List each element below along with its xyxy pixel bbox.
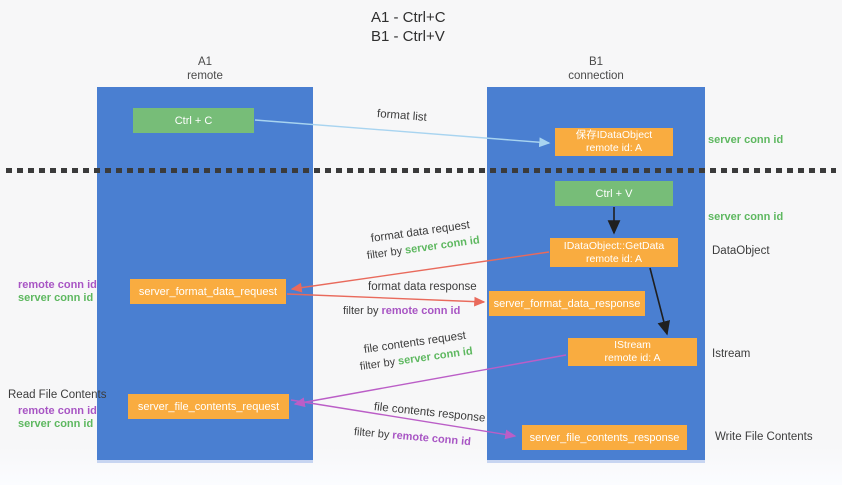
- label-dataobject: DataObject: [712, 245, 770, 257]
- getdata-line1: IDataObject::GetData: [563, 239, 665, 252]
- save-idataobject-line1: 保存IDataObject: [575, 129, 653, 141]
- arrow-format-data-response: [286, 293, 486, 307]
- title-line-1: A1 - Ctrl+C: [371, 9, 446, 26]
- lane-b1-header: B1 connection: [487, 55, 705, 83]
- title-line-2: B1 - Ctrl+V: [371, 28, 445, 45]
- label-server-conn-id: server conn id: [18, 418, 94, 430]
- node-server-format-data-response: server_format_data_response: [489, 291, 645, 316]
- filter-key-remote-conn-id: remote conn id: [381, 305, 461, 317]
- server-file-contents-response-label: server_file_contents_response: [529, 431, 680, 444]
- lane-a1-name: A1: [197, 56, 213, 68]
- label-server-conn-id-top: server conn id: [708, 134, 784, 146]
- label-format-data-response: format data response: [368, 281, 477, 293]
- label-istream: Istream: [712, 348, 751, 360]
- file-conn-id-stack: remote conn id server conn id: [18, 405, 97, 431]
- node-server-format-data-request: server_format_data_request: [130, 279, 286, 304]
- node-ctrl-c: Ctrl + C: [133, 108, 254, 133]
- filter-by-text: filter by: [359, 356, 396, 373]
- format-conn-id-stack: remote conn id server conn id: [18, 279, 97, 305]
- server-file-contents-request-label: server_file_contents_request: [137, 400, 280, 413]
- label-read-file-contents: Read File Contents: [8, 389, 107, 401]
- filter-by-text: filter by: [366, 245, 403, 262]
- diagram-title: A1 - Ctrl+C B1 - Ctrl+V: [371, 8, 446, 46]
- label-server-conn-id-mid: server conn id: [708, 211, 784, 223]
- filter-by-text: filter by: [343, 305, 379, 317]
- filter-by-text: filter by: [353, 426, 390, 442]
- label-remote-conn-id: remote conn id: [18, 405, 97, 417]
- istream-line2: remote id: A: [604, 352, 661, 364]
- label-file-contents-response: file contents response: [373, 401, 486, 425]
- ctrl-c-label: Ctrl + C: [174, 114, 213, 127]
- label-write-file-contents: Write File Contents: [715, 431, 813, 443]
- node-ctrl-v: Ctrl + V: [555, 181, 673, 206]
- lane-a1-header: A1 remote: [97, 55, 313, 83]
- lane-b1-name: B1: [588, 56, 604, 68]
- node-istream: IStream remote id: A: [568, 338, 697, 366]
- dotted-separator-line: [6, 168, 836, 173]
- node-idataobject-getdata: IDataObject::GetData remote id: A: [550, 238, 678, 267]
- lane-b1-subtitle: connection: [568, 70, 624, 82]
- label-server-conn-id: server conn id: [18, 292, 94, 304]
- filter-key-remote-conn-id: remote conn id: [391, 429, 472, 449]
- server-format-data-response-label: server_format_data_response: [493, 297, 641, 310]
- save-idataobject-line2: remote id: A: [585, 142, 643, 154]
- getdata-line2: remote id: A: [585, 252, 643, 265]
- label-format-list: format list: [376, 108, 428, 124]
- label-remote-conn-id: remote conn id: [18, 279, 97, 291]
- server-format-data-request-label: server_format_data_request: [138, 285, 278, 298]
- node-server-file-contents-request: server_file_contents_request: [128, 394, 289, 419]
- ctrl-v-label: Ctrl + V: [595, 187, 633, 200]
- node-server-file-contents-response: server_file_contents_response: [522, 425, 687, 450]
- lane-a1-subtitle: remote: [187, 70, 223, 82]
- istream-line1: IStream: [614, 339, 651, 351]
- node-save-idataobject: 保存IDataObject remote id: A: [555, 128, 673, 156]
